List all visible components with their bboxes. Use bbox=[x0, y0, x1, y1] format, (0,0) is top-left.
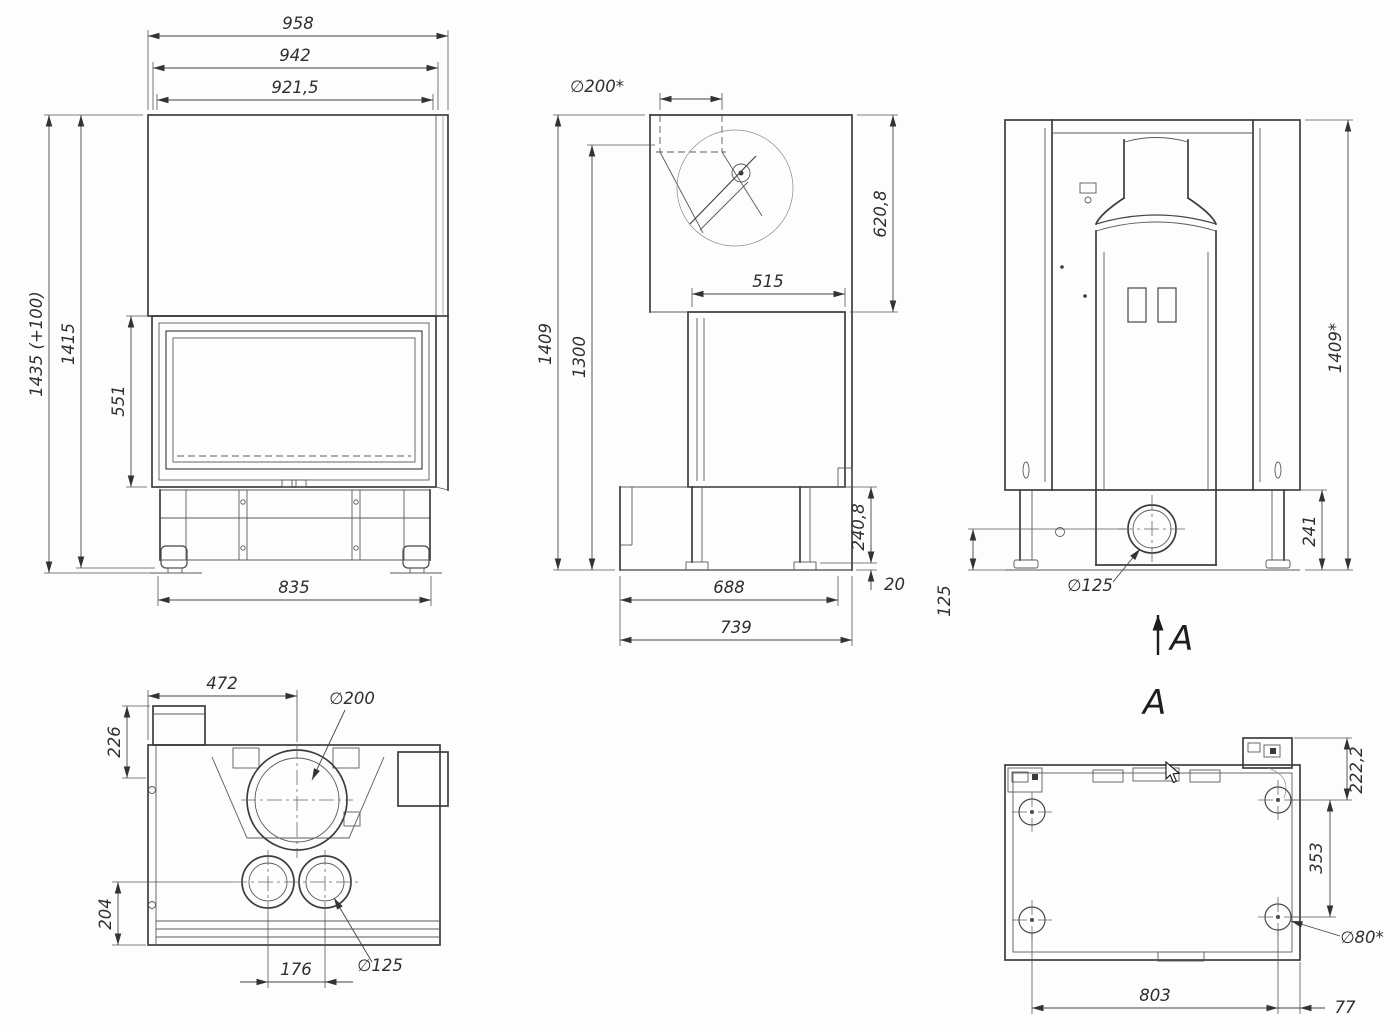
front-view: 958 942 921,5 1435 (+100) 1415 551 835 bbox=[27, 14, 449, 606]
bottom-outline bbox=[1004, 764, 1301, 961]
front-casing bbox=[147, 114, 449, 317]
section-label-arrow: A bbox=[1168, 619, 1193, 659]
front-glass bbox=[165, 330, 423, 470]
section-label-view: A bbox=[1141, 683, 1166, 723]
flue-collar-top bbox=[1123, 137, 1189, 143]
dim-rear-outlet-height: 125 bbox=[935, 585, 954, 617]
dim-top-front-depth: 226 bbox=[105, 726, 124, 758]
dim-rear-base-height: 241 bbox=[1300, 515, 1319, 547]
rear-vent-left bbox=[1127, 287, 1147, 323]
rear-vent-right bbox=[1157, 287, 1177, 323]
dim-side-base-height: 240,8 bbox=[849, 503, 868, 550]
dim-front-base-width: 835 bbox=[278, 578, 310, 597]
rear-screw bbox=[1055, 527, 1065, 537]
side-firebox bbox=[687, 311, 846, 488]
top-left-channel bbox=[152, 705, 206, 746]
dim-top-flue-diameter: ∅200 bbox=[329, 689, 375, 708]
flue-channel bbox=[659, 151, 704, 234]
rear-outline bbox=[1004, 119, 1301, 491]
dim-front-top-width: 958 bbox=[282, 14, 314, 33]
front-right-foot bbox=[402, 545, 430, 569]
dim-top-rear-depth: 204 bbox=[96, 898, 115, 930]
front-door-frame bbox=[151, 315, 437, 488]
top-right-box bbox=[397, 751, 449, 807]
bottom-view: 222,2 353 ∅80* 803 77 bbox=[1004, 737, 1384, 1017]
rear-view: 1409* 241 125 ∅125 A A bbox=[935, 119, 1353, 723]
top-outline bbox=[147, 744, 441, 946]
top-view: 472 ∅200 226 204 176 ∅125 bbox=[96, 674, 449, 988]
dim-side-total-depth: 739 bbox=[720, 618, 752, 637]
side-outline bbox=[649, 114, 853, 571]
dim-side-opening-depth: 515 bbox=[752, 272, 784, 291]
front-left-foot bbox=[160, 545, 188, 569]
dim-front-inner-width: 921,5 bbox=[271, 78, 318, 97]
dim-front-glass-height: 551 bbox=[109, 385, 128, 417]
dim-side-flue-diameter: ∅200* bbox=[570, 77, 624, 96]
dim-side-foot-height: 20 bbox=[884, 575, 905, 594]
dim-top-outlet-spacing: 176 bbox=[280, 960, 312, 979]
side-view: ∅200* 515 620,8 240,8 20 1409 1300 688 7… bbox=[536, 77, 905, 646]
dim-bottom-edge-span: 77 bbox=[1335, 998, 1356, 1017]
bottom-junction-box bbox=[1242, 737, 1293, 769]
damper-detail-circle bbox=[676, 129, 794, 247]
dim-rear-outlet-diameter: ∅125 bbox=[1067, 576, 1113, 595]
dim-bottom-edge-offset: 222,2 bbox=[1347, 746, 1366, 793]
dim-bottom-wheelbase: 353 bbox=[1307, 842, 1326, 874]
damper-rod bbox=[689, 155, 757, 225]
dim-side-upper-height: 620,8 bbox=[871, 190, 890, 237]
wheel-front-left bbox=[1012, 792, 1052, 832]
dim-front-body-height: 1415 bbox=[59, 323, 78, 365]
damper-pivot bbox=[731, 163, 751, 183]
mouse-cursor bbox=[1165, 760, 1181, 784]
dim-side-total-height: 1409 bbox=[536, 323, 555, 365]
dim-side-mid-height: 1300 bbox=[570, 336, 589, 378]
dim-top-outlet-diameter: ∅125 bbox=[357, 956, 403, 975]
smoke-dome bbox=[211, 756, 385, 839]
dim-rear-total-height: 1409* bbox=[1326, 323, 1345, 373]
flue-collar-base bbox=[1095, 214, 1217, 225]
dim-bottom-wheel-diameter: ∅80* bbox=[1340, 928, 1384, 947]
dim-bottom-wheel-span: 803 bbox=[1139, 986, 1171, 1005]
dim-top-flue-offset: 472 bbox=[206, 674, 238, 693]
dim-front-mid-width: 942 bbox=[279, 46, 311, 65]
dim-front-total-height: 1435 (+100) bbox=[27, 291, 46, 396]
dim-side-body-depth: 688 bbox=[713, 578, 745, 597]
